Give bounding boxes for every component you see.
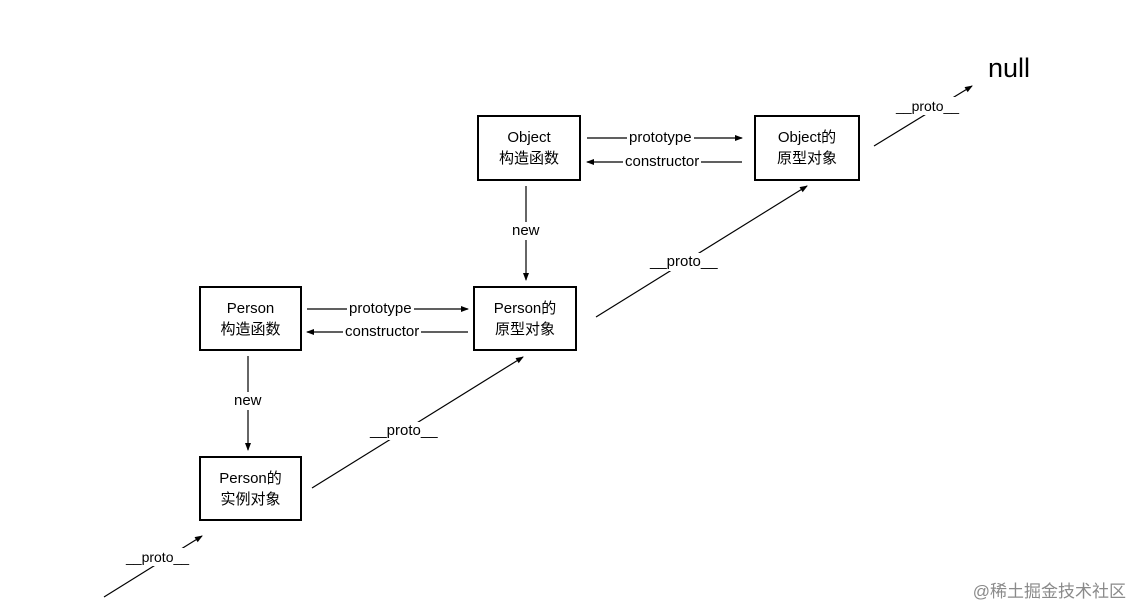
proto-offscreen-to-instance-arrow [103, 535, 203, 598]
proto-offscreen-to-instance-label: __proto__ [124, 548, 192, 566]
proto-person-to-object-label: __proto__ [648, 253, 720, 271]
person-constructor-line2: 构造函数 [220, 320, 281, 338]
object-constructor-line1: Object [507, 129, 551, 146]
object-new-label: new [510, 222, 542, 240]
proto-object-to-null-label: __proto__ [894, 97, 962, 115]
person-constructor-box: Person 构造函数 [199, 286, 302, 351]
proto-person-to-object-arrow [595, 185, 808, 318]
object-prototype-line1: Object的 [777, 129, 837, 146]
object-constructor-line2: 构造函数 [498, 150, 559, 167]
object-prototype-label: prototype [627, 129, 694, 147]
person-instance-line2: 实例对象 [220, 490, 281, 508]
proto-instance-to-person-label: __proto__ [368, 422, 440, 440]
person-prototype-line2: 原型对象 [494, 320, 555, 338]
person-prototype-line1: Person的 [493, 299, 557, 317]
person-constructor-line1: Person [226, 299, 275, 317]
null-label: null [988, 53, 1031, 83]
person-constructor-label: constructor [343, 323, 422, 341]
person-instance-line1: Person的 [219, 469, 282, 487]
watermark: @稀土掘金技术社区 [972, 582, 1126, 601]
object-prototype-line2: 原型对象 [776, 150, 837, 167]
person-prototype-label: prototype [347, 300, 414, 318]
person-new-label: new [232, 392, 264, 410]
object-prototype-box: Object的 原型对象 [754, 115, 860, 181]
person-instance-box: Person的 实例对象 [199, 456, 302, 521]
proto-object-to-null-arrow [873, 85, 973, 147]
person-prototype-box: Person的 原型对象 [473, 286, 577, 351]
object-constructor-box: Object 构造函数 [477, 115, 581, 181]
object-constructor-label: constructor [623, 153, 702, 171]
